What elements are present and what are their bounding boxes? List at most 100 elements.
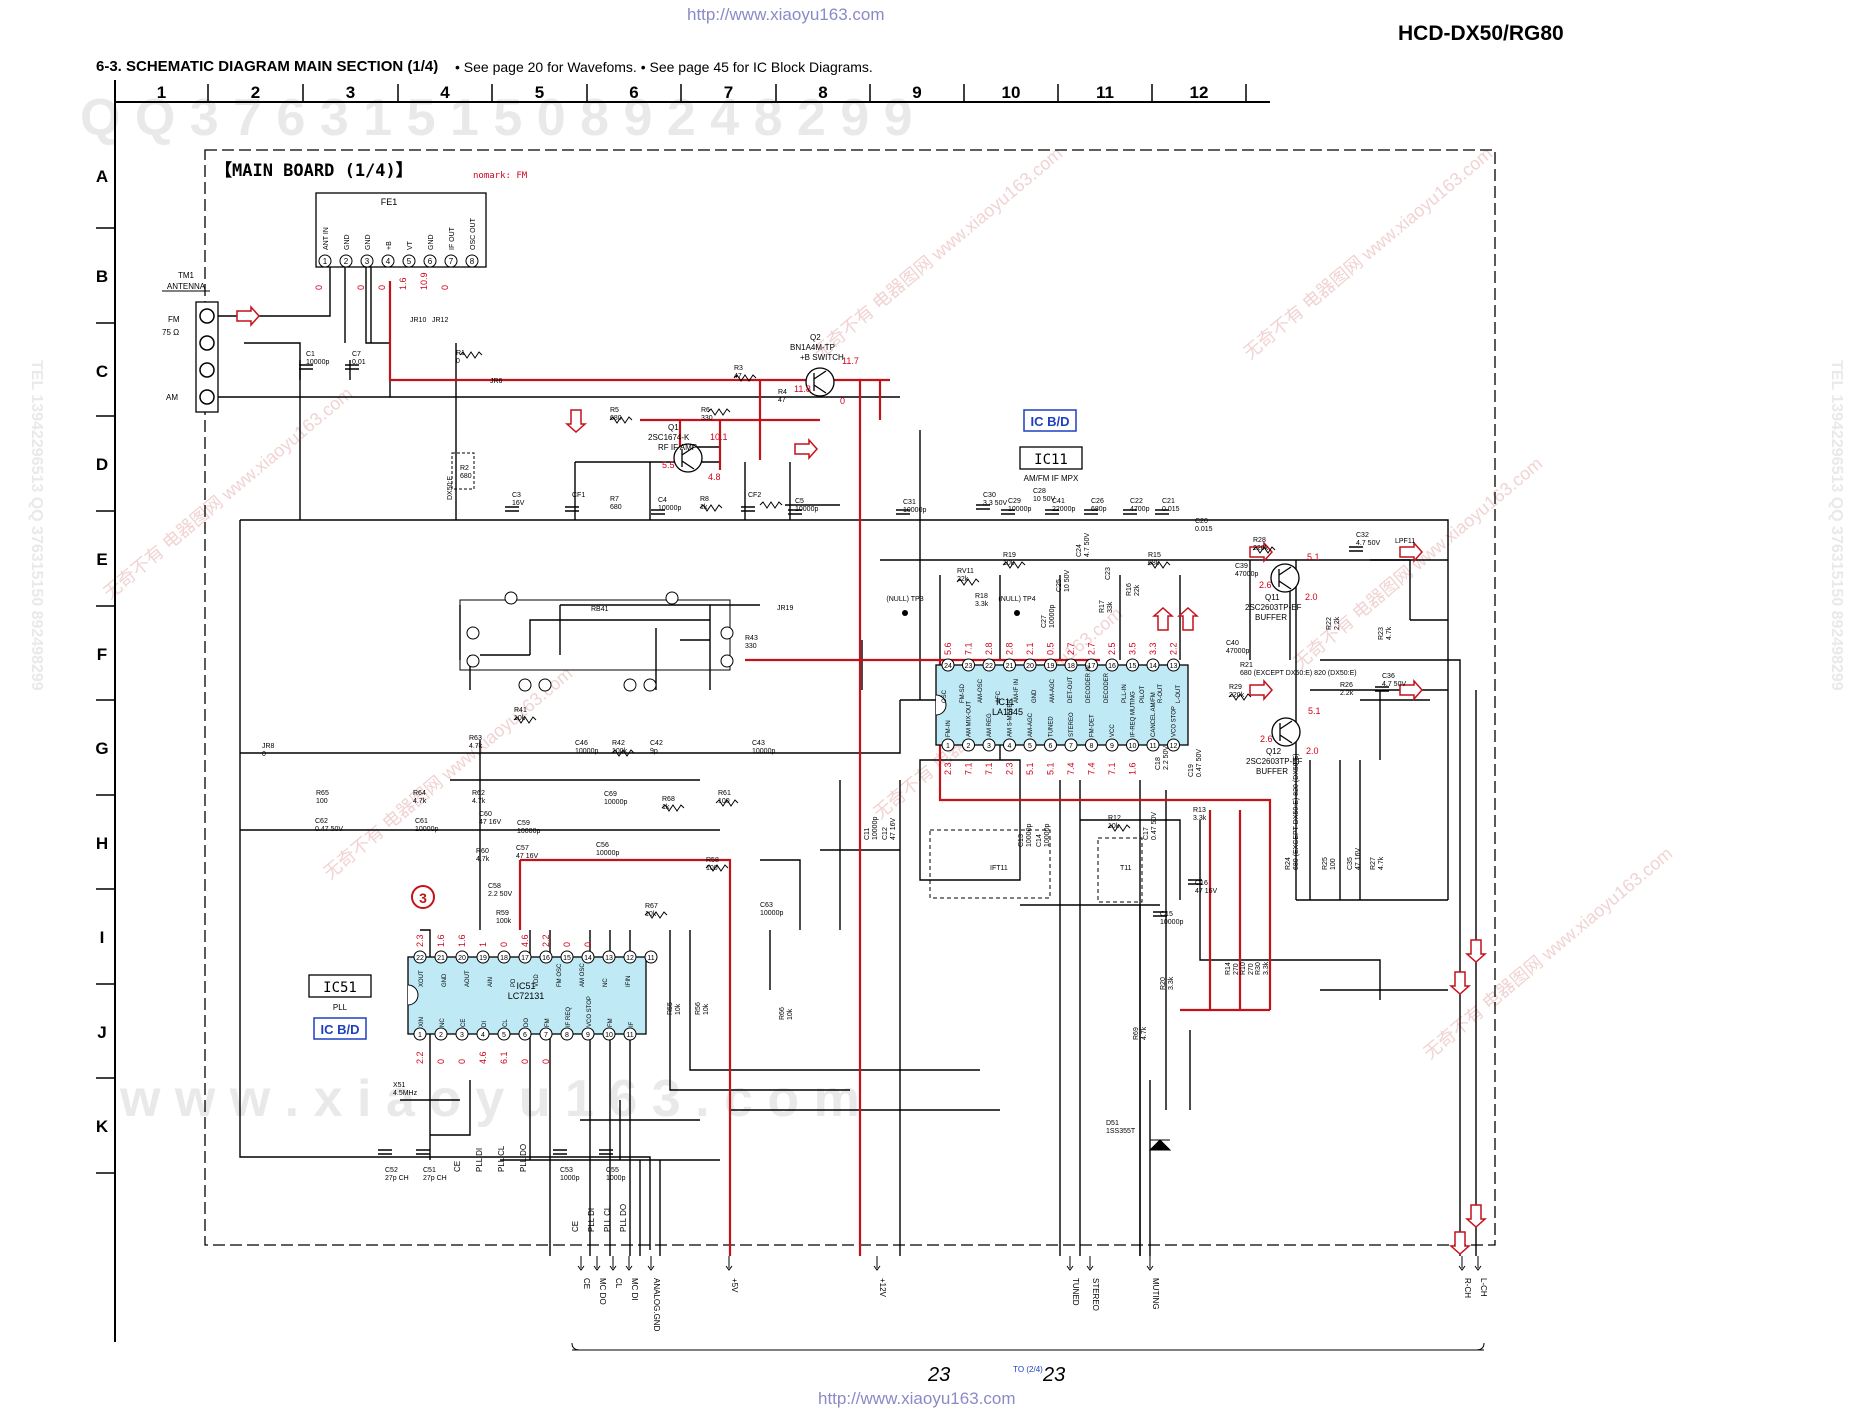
fe1-pin-2 xyxy=(339,254,353,268)
component-value: 2.2k xyxy=(1334,616,1341,630)
ic11-pin-7 xyxy=(1064,738,1078,752)
ic11-pin-20 xyxy=(1023,658,1037,672)
wire-0 xyxy=(218,267,331,317)
component-ref: R42 xyxy=(612,740,625,747)
transistor-part: 2SC1674-K xyxy=(648,433,690,442)
column-label-2: 2 xyxy=(251,83,260,102)
fe1-pin-4 xyxy=(381,254,395,268)
ic51-voltage: 2.3 xyxy=(415,934,425,947)
fe1-pin-name: GND xyxy=(344,234,351,250)
ic11-function: CANCEL AM/FM xyxy=(1151,692,1157,737)
component-value: 22k xyxy=(957,576,969,583)
ic51-pin-number: 9 xyxy=(586,1032,590,1039)
component-ref: C1 xyxy=(306,351,315,358)
component-value: 3.3 50V xyxy=(983,500,1007,507)
connector-label: CL xyxy=(614,1278,623,1289)
ic11-pin-number: 15 xyxy=(1129,663,1137,670)
component-ref: JR19 xyxy=(777,605,793,612)
connector-pin-arrow xyxy=(577,1265,585,1271)
resistor-symbol-3 xyxy=(609,416,633,424)
wire-4 xyxy=(244,342,301,520)
antenna-terminal-pin xyxy=(199,362,215,378)
ic51-pin-10 xyxy=(602,1027,616,1041)
component-value: 4.7k xyxy=(469,743,483,750)
fe1-voltage: 0 xyxy=(356,285,366,290)
component-ref: R14 xyxy=(1225,962,1232,975)
ic11-voltage: 7.1 xyxy=(964,762,974,775)
ic11-function: IF-REQ MUTING xyxy=(1131,691,1137,737)
wire-7 xyxy=(239,520,651,1250)
resistor-symbol-7 xyxy=(1002,561,1026,569)
capacitor-symbol-20 xyxy=(1188,879,1202,885)
fe1-pin-number: 2 xyxy=(344,257,349,266)
top-url[interactable]: http://www.xiaoyu163.com xyxy=(687,5,885,24)
test-point-label: (NULL) TP4 xyxy=(998,596,1035,603)
component-value: 10k xyxy=(514,715,526,722)
component-value: 4.7 50V xyxy=(1382,681,1406,688)
bottom-url[interactable]: http://www.xiaoyu163.com xyxy=(818,1389,1016,1408)
ic11-ref-inner: IC11 xyxy=(996,697,1014,707)
ic51-pin-3 xyxy=(455,1027,469,1041)
fe1-pin-name: GND xyxy=(428,234,435,250)
ic11-pin-21 xyxy=(1003,658,1016,672)
component-ref: R22 xyxy=(1326,617,1333,630)
component-value: 270 xyxy=(1233,963,1240,975)
component-value: 4.7 50V xyxy=(1356,540,1380,547)
component-value: 10000p xyxy=(306,359,329,366)
ic51-pin-number: 10 xyxy=(605,1032,613,1039)
ic51-ref-inner: IC51 xyxy=(516,981,535,991)
ic51-pin-number: 6 xyxy=(523,1032,527,1039)
capacitor-symbol-17 xyxy=(416,1149,430,1155)
column-label-10: 10 xyxy=(1002,83,1021,102)
ic11-voltage: 2.2 xyxy=(1169,642,1179,655)
wire-13 xyxy=(560,604,711,690)
fe1-voltage: 1.6 xyxy=(398,277,408,290)
ic11-function: AM S-METER xyxy=(1008,699,1014,737)
component-ref: R1 xyxy=(456,350,465,357)
ic51-voltage: 1.6 xyxy=(436,934,446,947)
antenna-terminal xyxy=(195,301,219,413)
ic51-function: GND xyxy=(442,973,448,987)
component-value: 0 xyxy=(456,358,460,365)
component-value: 680 xyxy=(460,473,472,480)
ic51-function: NC xyxy=(603,978,609,987)
component-ref: R19 xyxy=(1003,552,1016,559)
component-value: 47 16V xyxy=(479,819,502,826)
ic51-pin-number: 12 xyxy=(626,955,634,962)
diode-d51 xyxy=(1148,1139,1172,1151)
column-label-4: 4 xyxy=(440,83,450,102)
component-value: 0 xyxy=(262,751,266,758)
ic51-pin-20 xyxy=(455,950,469,964)
rb41-pin-4 xyxy=(720,626,734,640)
component-ref: R58 xyxy=(706,857,719,864)
component-ref: C18 xyxy=(1155,757,1162,770)
ic11-pin-number: 8 xyxy=(1090,743,1094,750)
fe1-pin-number: 4 xyxy=(386,257,391,266)
ic11-voltage: 2.3 xyxy=(1005,762,1015,775)
component-ref: C29 xyxy=(1008,498,1021,505)
component-ref: C46 xyxy=(575,740,588,747)
ic11-voltage: 2.8 xyxy=(984,642,994,655)
fe1-pin-8 xyxy=(465,254,479,268)
black-wires xyxy=(218,267,1477,1256)
transistor-symbol xyxy=(1278,566,1292,590)
component-ref: RB41 xyxy=(591,606,609,613)
component-ref: R25 xyxy=(1322,857,1329,870)
watermark-chinese-6: 无奇不有 电器图网 www.xiaoyu163.com xyxy=(1240,143,1497,363)
transistor-part: 2SC2603TP-EF xyxy=(1246,757,1303,766)
fe1-pin-number: 6 xyxy=(428,257,433,266)
connector-label: MC DO xyxy=(598,1278,607,1305)
component-ref: C28 xyxy=(1033,488,1046,495)
ic11-function: OSC xyxy=(942,689,948,703)
component-value: 330 xyxy=(701,415,713,422)
ic11-voltage: 1.6 xyxy=(1128,762,1138,775)
ic11-pin-1 xyxy=(941,738,955,752)
fe1-pin-number: 1 xyxy=(323,257,328,266)
column-label-5: 5 xyxy=(535,83,544,102)
component-ref: R15 xyxy=(1148,552,1161,559)
watermark-side-right: TEL 13942296513 QQ 376315150 892498299 xyxy=(1828,360,1845,691)
transistor-Q12 xyxy=(1271,717,1301,747)
wire-20 xyxy=(240,700,901,754)
component-value: 10000p xyxy=(1026,824,1033,847)
transistor-voltage: 5.5 xyxy=(662,460,675,470)
